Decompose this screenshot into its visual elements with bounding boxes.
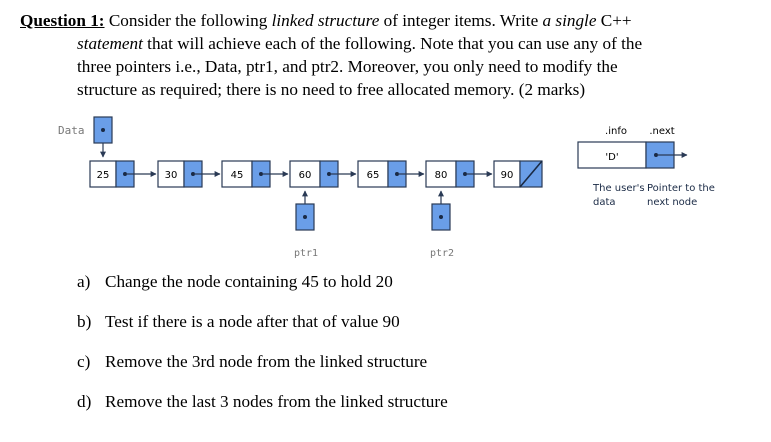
ptr1-label: ptr1	[294, 248, 318, 259]
node-value: 65	[367, 170, 380, 181]
legend-info-label: .info	[605, 126, 627, 137]
subquestion-text: Test if there is a node after that of va…	[105, 312, 400, 331]
question-line-3: three pointers i.e., Data, ptr1, and ptr…	[77, 57, 618, 76]
node-value: 45	[231, 170, 244, 181]
question-emphasis: statement	[77, 34, 143, 53]
subquestion-b: b) Test if there is a node after that of …	[77, 312, 400, 332]
legend-next-label: .next	[649, 126, 674, 137]
ptr1-dot	[303, 215, 307, 219]
legend-caption-left-1: The user's	[592, 183, 645, 194]
question-line-1: Question 1: Consider the following linke…	[20, 9, 750, 32]
question-text: Question 1: Consider the following linke…	[20, 9, 750, 101]
question-emphasis: a single	[542, 11, 597, 30]
subquestion-text: Change the node containing 45 to hold 20	[105, 272, 393, 291]
question-text-part: Consider the following	[108, 11, 272, 30]
subquestion-text: Remove the 3rd node from the linked stru…	[105, 352, 428, 371]
node-30: 30	[157, 160, 221, 188]
subquestion-d: d) Remove the last 3 nodes from the linke…	[77, 392, 448, 412]
legend-value: 'D'	[605, 152, 618, 163]
node-60: 60	[289, 160, 357, 188]
question-line-4: structure as required; there is no need …	[77, 80, 586, 99]
question-label: Question 1:	[20, 11, 105, 30]
legend-caption-right-2: next node	[647, 197, 697, 208]
node-value: 90	[501, 170, 514, 181]
node-25: 25	[89, 160, 157, 188]
data-pointer-dot	[101, 128, 105, 132]
legend-caption-left-2: data	[593, 197, 616, 208]
node-value: 80	[435, 170, 448, 181]
node-value: 30	[165, 170, 178, 181]
question-text-part: C++	[596, 11, 632, 30]
node-value: 60	[299, 170, 312, 181]
ptr2-dot	[439, 215, 443, 219]
subquestion-a: a) Change the node containing 45 to hold …	[77, 272, 393, 292]
node-80: 80	[425, 160, 493, 188]
subquestion-letter: d)	[77, 392, 92, 411]
data-pointer-label: Data	[58, 124, 85, 137]
question-text-part: of integer items. Write	[379, 11, 543, 30]
subquestion-letter: a)	[77, 272, 91, 291]
null-pointer-slash	[519, 160, 543, 188]
node-90: 90	[493, 160, 543, 188]
node-value: 25	[97, 170, 110, 181]
legend-caption-right-1: Pointer to the	[647, 183, 715, 194]
question-emphasis: linked structure	[271, 11, 380, 30]
node-45: 45	[221, 160, 289, 188]
question-line-2: statement that will achieve each of the …	[20, 32, 750, 55]
question-text-part: that will achieve each of the following.…	[142, 34, 643, 53]
node-legend: .info .next 'D' The user's data Pointer …	[577, 126, 715, 208]
subquestion-letter: c)	[77, 352, 91, 371]
node-65: 65	[357, 160, 425, 188]
subquestion-letter: b)	[77, 312, 92, 331]
subquestion-c: c) Remove the 3rd node from the linked st…	[77, 352, 427, 372]
ptr2-label: ptr2	[430, 248, 454, 259]
subquestion-text: Remove the last 3 nodes from the linked …	[105, 392, 448, 411]
